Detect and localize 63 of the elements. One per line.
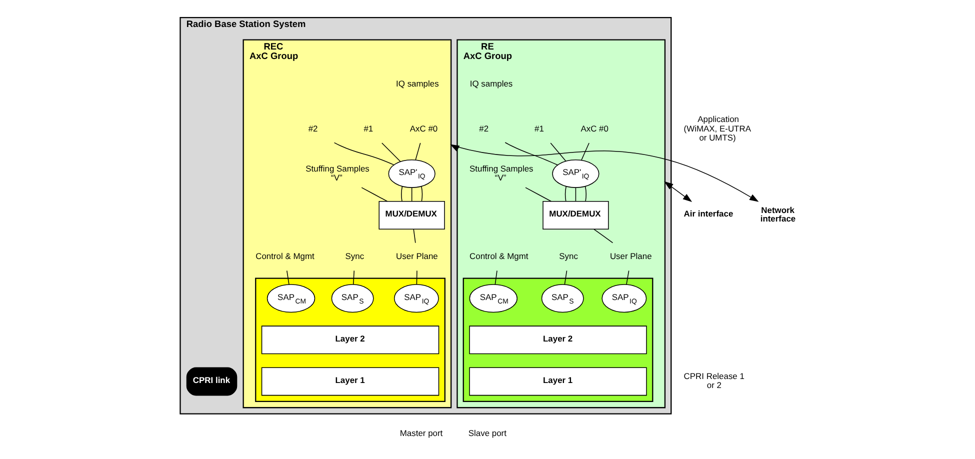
connector: [360, 187, 388, 202]
node-text: Control & Mgmt: [469, 250, 528, 261]
connector: [381, 142, 400, 162]
connector: [626, 270, 629, 285]
connector: [352, 270, 354, 285]
label: CPRI Release 1 or 2: [683, 371, 744, 390]
node-text: User Plane: [609, 250, 652, 261]
connector: [580, 142, 589, 161]
connector: [333, 142, 394, 166]
connector: [524, 187, 552, 202]
label: IQ samples: [469, 78, 512, 89]
node-text: #2: [308, 123, 318, 134]
node-box: Layer 2: [260, 326, 439, 354]
node-ellipse: SAP$_{CM}$: [468, 284, 517, 313]
connector: [592, 228, 613, 244]
connector: [504, 142, 558, 166]
connector: [584, 186, 586, 202]
connector: [414, 142, 420, 160]
cluster: [254, 278, 445, 402]
node-text: #1: [363, 123, 373, 134]
connector: [574, 187, 576, 202]
node-box: Layer 1: [468, 367, 646, 396]
node-text: Network interface: [760, 204, 796, 224]
node-text: AxC #0: [580, 123, 608, 134]
connector: [286, 270, 289, 285]
connector: [410, 187, 412, 202]
node-text: Control & Mgmt: [255, 250, 314, 261]
node-ellipse: SAP$_{S}$: [330, 284, 374, 313]
node-text: Sync: [558, 250, 578, 261]
node-box: Layer 1: [260, 367, 439, 396]
node-text: Air interface: [683, 208, 733, 219]
node-text: Stuffing Samples “V”: [305, 163, 369, 182]
cluster: [462, 278, 653, 402]
node-box: Layer 2: [468, 326, 646, 354]
label: Master port: [399, 428, 442, 438]
node-ellipse: SAP'$_{IQ}$: [552, 159, 599, 188]
label: Application (WiMAX, E-UTRA or UMTS): [683, 114, 750, 142]
label: Slave port: [468, 428, 506, 438]
node-box: CPRI link: [186, 367, 237, 396]
node-ellipse: SAP'$_{IQ}$: [388, 159, 435, 188]
node-text: #2: [478, 123, 488, 134]
connector: [400, 186, 402, 202]
node-ellipse: SAP$_{IQ}$: [601, 284, 646, 313]
node-text: Sync: [344, 250, 364, 261]
connector: [416, 270, 417, 285]
node-ellipse: SAP$_{IQ}$: [393, 284, 438, 313]
connector: [420, 186, 422, 202]
connector: [564, 270, 567, 285]
connector: [550, 142, 566, 162]
connector: [494, 270, 497, 285]
arrow: [450, 144, 758, 202]
connector: [412, 228, 416, 244]
label: IQ samples: [396, 78, 438, 89]
node-text: #1: [534, 123, 544, 134]
node-text: AxC #0: [409, 123, 438, 134]
node-box: MUX/DEMUX: [378, 201, 444, 230]
node-box: MUX/DEMUX: [542, 201, 608, 230]
node-text: Stuffing Samples “V”: [469, 163, 533, 182]
node-text: User Plane: [396, 250, 438, 261]
node-ellipse: SAP$_{CM}$: [266, 284, 315, 313]
node-ellipse: SAP$_{S}$: [540, 284, 584, 313]
connector: [564, 186, 566, 202]
arrow: [664, 181, 692, 202]
